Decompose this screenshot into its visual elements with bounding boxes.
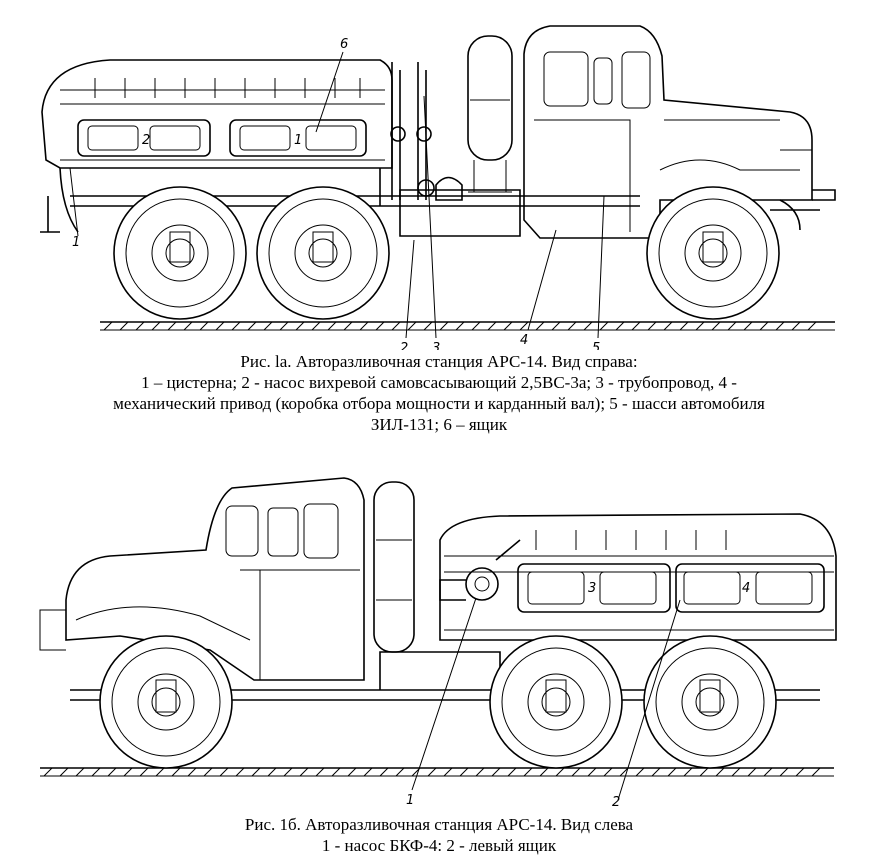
cab-a bbox=[523, 25, 813, 239]
rear-wheel-1-a bbox=[113, 186, 247, 320]
rear-wheel-2-a bbox=[256, 186, 390, 320]
tank-a bbox=[40, 59, 393, 233]
ground-a bbox=[100, 321, 835, 331]
caption-b-line-1: 1 - насос БКФ-4: 2 - левый ящик bbox=[321, 836, 557, 855]
caption-b: Рис. 1б. Авторазливочная станция АРС-14.… bbox=[0, 814, 878, 856]
caption-a-title: Рис. la. Авторазливочная станция АРС-14.… bbox=[240, 352, 638, 371]
cab-b bbox=[39, 477, 365, 681]
figure-a-drawing: 1 2 3 4 5 6 2 1 bbox=[40, 25, 836, 350]
front-bumper-a bbox=[770, 189, 836, 231]
caption-a: Рис. la. Авторазливочная станция АРС-14.… bbox=[0, 351, 878, 435]
pump-pipes-a bbox=[390, 62, 463, 201]
front-wheel-a bbox=[646, 186, 780, 320]
label-a-3: 3 bbox=[432, 341, 440, 350]
cylinder-a bbox=[467, 35, 513, 193]
label-a-1: 1 bbox=[72, 235, 80, 250]
box-number-b-4: 4 bbox=[742, 581, 750, 596]
ground-b bbox=[40, 767, 834, 777]
label-b-1: 1 bbox=[406, 793, 414, 808]
tank-b bbox=[439, 513, 837, 641]
box-number-a-1: 1 bbox=[294, 133, 302, 148]
label-a-4: 4 bbox=[520, 333, 528, 348]
cylinder-b bbox=[373, 481, 415, 653]
leaders-b bbox=[411, 597, 681, 801]
caption-a-line-2: механический привод (коробка отбора мощн… bbox=[113, 394, 765, 413]
box-number-b-3: 3 bbox=[588, 581, 596, 596]
caption-b-title: Рис. 1б. Авторазливочная станция АРС-14.… bbox=[244, 815, 634, 834]
leaders-a bbox=[69, 51, 605, 339]
front-wheel-b bbox=[99, 635, 233, 769]
rear-wheel-1-b bbox=[489, 635, 623, 769]
rear-wheel-2-b bbox=[643, 635, 777, 769]
label-b-2: 2 bbox=[612, 795, 620, 810]
box-number-a-2: 2 bbox=[142, 133, 150, 148]
label-a-6: 6 bbox=[340, 37, 348, 52]
caption-a-line-1: 1 – цистерна; 2 - насос вихревой самовса… bbox=[141, 373, 737, 392]
frame-b bbox=[70, 651, 820, 701]
caption-a-line-3: ЗИЛ-131; 6 – ящик bbox=[370, 415, 508, 434]
pump-b bbox=[439, 539, 521, 601]
label-a-2: 2 bbox=[400, 341, 408, 350]
label-a-5: 5 bbox=[592, 341, 600, 350]
